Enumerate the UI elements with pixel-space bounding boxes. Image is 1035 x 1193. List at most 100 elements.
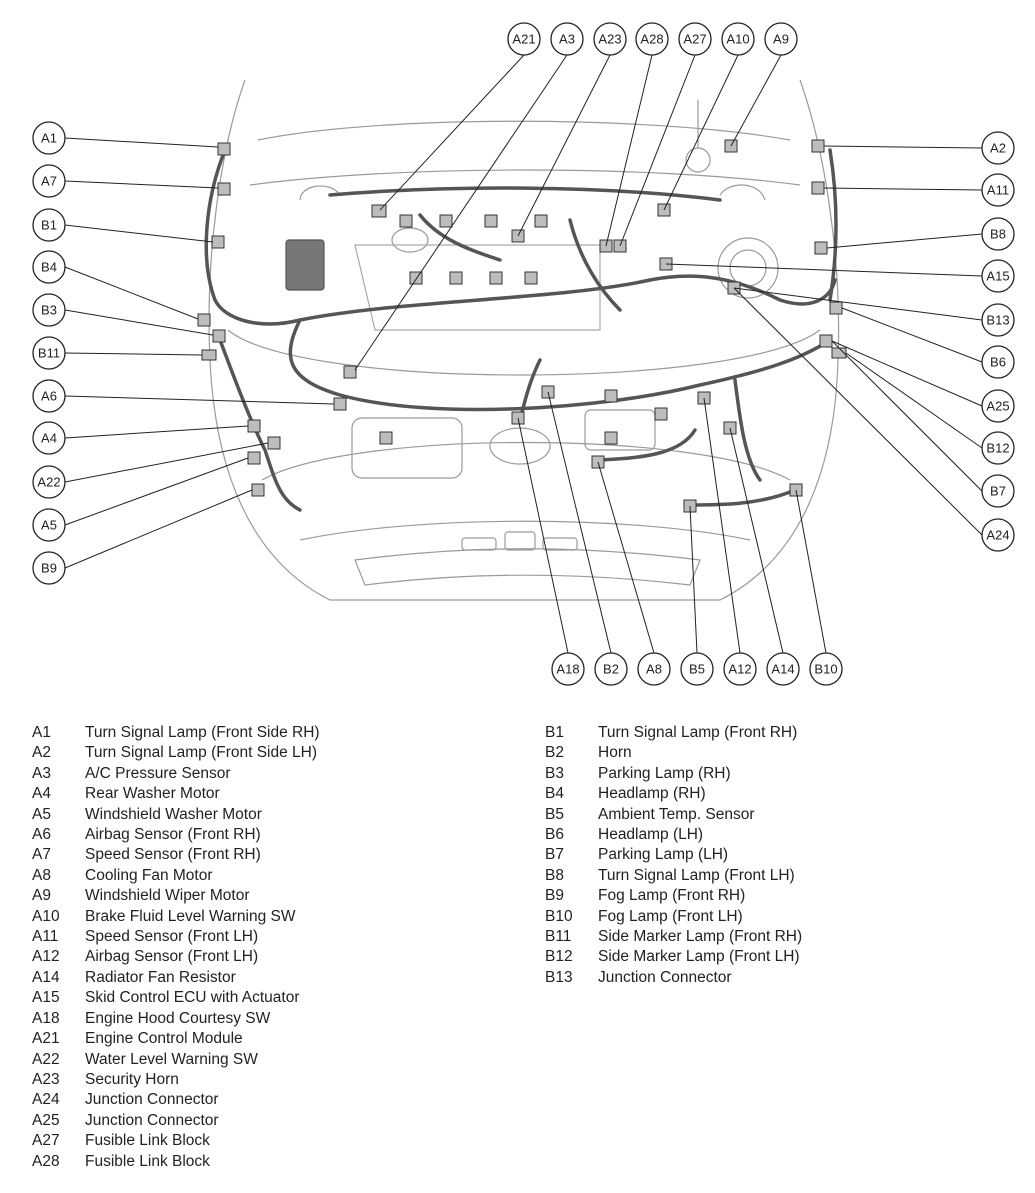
svg-text:A21: A21 [512, 32, 535, 47]
callout-a9: A9 [764, 22, 798, 56]
callout-a18: A18 [551, 652, 585, 686]
callout-a15: A15 [981, 259, 1015, 293]
legend-label: Side Marker Lamp (Front LH) [598, 948, 800, 966]
legend-code: A3 [32, 764, 51, 782]
legend-label: Radiator Fan Resistor [85, 968, 236, 986]
callout-a28: A28 [635, 22, 669, 56]
legend-code: B2 [545, 744, 564, 762]
svg-text:A4: A4 [41, 431, 57, 446]
svg-text:B12: B12 [986, 441, 1009, 456]
legend-label: Turn Signal Lamp (Front Side LH) [85, 744, 318, 762]
callout-a2: A2 [981, 131, 1015, 165]
legend-code: B5 [545, 805, 564, 823]
legend-label: Fusible Link Block [85, 1132, 210, 1150]
svg-text:B3: B3 [41, 303, 57, 318]
callout-b12: B12 [981, 431, 1015, 465]
svg-text:A9: A9 [773, 32, 789, 47]
legend-label: Windshield Wiper Motor [85, 887, 250, 905]
callout-b10: B10 [809, 652, 843, 686]
callout-b1: B1 [32, 208, 66, 242]
svg-text:A22: A22 [37, 475, 60, 490]
legend-code: A5 [32, 805, 51, 823]
callout-a25: A25 [981, 389, 1015, 423]
callout-a23: A23 [593, 22, 627, 56]
svg-text:A14: A14 [771, 662, 794, 677]
svg-text:B8: B8 [990, 227, 1006, 242]
legend-label: Parking Lamp (RH) [598, 764, 731, 782]
svg-text:A27: A27 [683, 32, 706, 47]
callout-b5: B5 [680, 652, 714, 686]
legend-code: B8 [545, 866, 564, 884]
svg-text:B7: B7 [990, 484, 1006, 499]
callout-a10: A10 [721, 22, 755, 56]
legend-code: B13 [545, 968, 573, 986]
legend-code: B9 [545, 887, 564, 905]
svg-text:B13: B13 [986, 313, 1009, 328]
callout-a4: A4 [32, 421, 66, 455]
connector-blocks [197, 139, 847, 513]
legend-code: A25 [32, 1111, 60, 1129]
svg-text:A2: A2 [990, 141, 1006, 156]
legend-code: A22 [32, 1050, 60, 1068]
legend-code: B10 [545, 907, 573, 925]
svg-text:B2: B2 [603, 662, 619, 677]
legend-row: A22 Water Level Warning SW [32, 1050, 320, 1070]
legend-label: Windshield Washer Motor [85, 805, 262, 823]
svg-text:A3: A3 [559, 32, 575, 47]
legend-label: A/C Pressure Sensor [85, 764, 231, 782]
legend-code: A10 [32, 907, 60, 925]
callout-a3: A3 [550, 22, 584, 56]
legend-label: Brake Fluid Level Warning SW [85, 907, 296, 925]
svg-text:A8: A8 [646, 662, 662, 677]
legend-label: Parking Lamp (LH) [598, 846, 729, 864]
legend-label: Fog Lamp (Front LH) [598, 907, 743, 925]
legend-label: Fog Lamp (Front RH) [598, 887, 746, 905]
legend-label: Speed Sensor (Front RH) [85, 846, 261, 864]
legend-row: B10 Fog Lamp (Front LH) [545, 907, 802, 927]
svg-text:A11: A11 [987, 183, 1009, 198]
legend-label: Turn Signal Lamp (Front Side RH) [85, 724, 320, 741]
callout-a14: A14 [766, 652, 800, 686]
legend-label: Engine Control Module [85, 1030, 243, 1048]
legend-code: A15 [32, 989, 60, 1007]
legend-label: Headlamp (RH) [598, 785, 706, 803]
car-body-drawing [208, 79, 840, 601]
callout-b11: B11 [32, 336, 66, 370]
svg-text:B11: B11 [38, 346, 60, 361]
svg-text:B5: B5 [689, 662, 705, 677]
legend-label: Water Level Warning SW [85, 1050, 258, 1068]
legend-label: Turn Signal Lamp (Front LH) [598, 866, 795, 884]
legend-code: A24 [32, 1091, 60, 1109]
svg-text:A10: A10 [726, 32, 749, 47]
callout-b13: B13 [981, 303, 1015, 337]
callout-b7: B7 [981, 474, 1015, 508]
legend-label: Headlamp (LH) [598, 826, 704, 844]
callout-a8: A8 [637, 652, 671, 686]
svg-text:A18: A18 [556, 662, 579, 677]
callout-a1: A1 [32, 121, 66, 155]
legend-label: Side Marker Lamp (Front RH) [598, 928, 803, 946]
callout-a22: A22 [32, 465, 66, 499]
legend-code: B3 [545, 764, 564, 782]
legend-code: B6 [545, 826, 564, 844]
legend-row: B9 Fog Lamp (Front RH) [545, 886, 802, 906]
callout-a24: A24 [981, 518, 1015, 552]
